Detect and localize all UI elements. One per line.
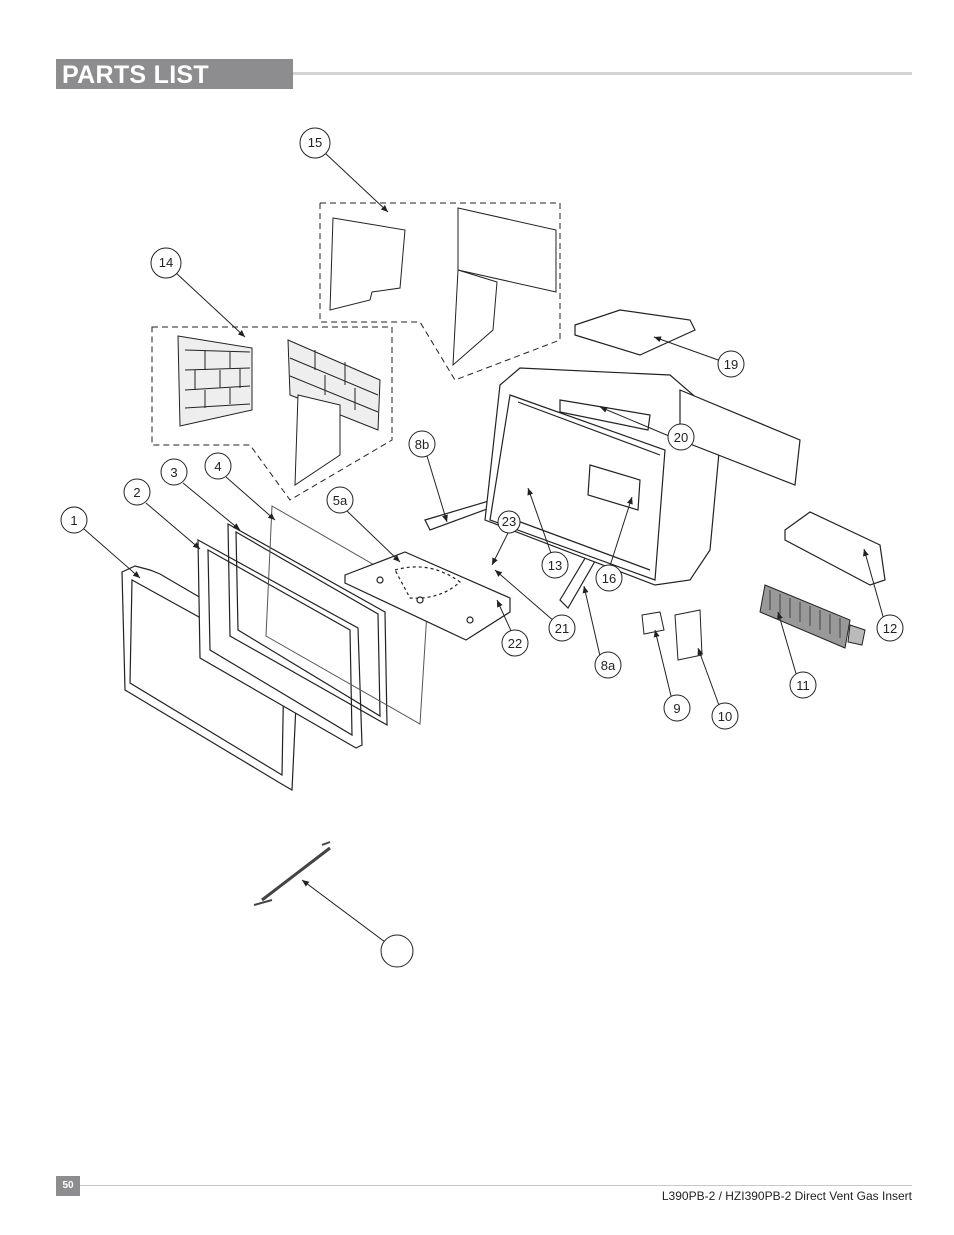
svg-text:20: 20 <box>674 430 688 445</box>
svg-text:16: 16 <box>602 571 616 586</box>
part-5a-burner-base <box>344 551 511 641</box>
page-number: 50 <box>62 1180 74 1191</box>
part-15-upper-panels <box>319 202 561 381</box>
loose-rod-part <box>253 841 331 906</box>
part-14-brick-panels <box>151 326 393 501</box>
header-rule <box>293 72 912 75</box>
callout-1: 1 <box>60 506 88 534</box>
part-11-blower <box>759 584 866 649</box>
callout-3: 3 <box>160 458 188 486</box>
part-19-top-bracket <box>574 309 696 356</box>
callout-blank <box>380 934 414 968</box>
svg-text:13: 13 <box>548 558 562 573</box>
svg-text:15: 15 <box>308 135 322 150</box>
svg-text:4: 4 <box>214 459 221 474</box>
callout-8b: 8b <box>408 430 436 458</box>
callout-11: 11 <box>789 671 817 699</box>
footer-rule <box>80 1185 912 1186</box>
callout-23: 23 <box>497 510 521 534</box>
callout-12: 12 <box>876 614 904 642</box>
callout-15: 15 <box>299 127 331 159</box>
svg-text:5a: 5a <box>333 493 348 508</box>
svg-text:22: 22 <box>508 636 522 651</box>
svg-text:3: 3 <box>170 465 177 480</box>
part-3-gasket-frame <box>227 522 388 727</box>
svg-text:19: 19 <box>724 357 738 372</box>
part-12-bracket <box>784 511 886 586</box>
callout-9: 9 <box>663 694 691 722</box>
callout-19: 19 <box>717 350 745 378</box>
callout-8a: 8a <box>594 651 622 679</box>
header-bar <box>56 59 293 89</box>
svg-text:8a: 8a <box>601 658 616 673</box>
part-9-10-controls <box>641 609 703 661</box>
callout-5a: 5a <box>326 486 354 514</box>
callout-10: 10 <box>711 702 739 730</box>
svg-text:11: 11 <box>796 678 810 693</box>
page-title: PARTS LIST <box>62 61 209 89</box>
callout-16: 16 <box>595 564 623 592</box>
callout-20: 20 <box>667 423 695 451</box>
svg-text:10: 10 <box>718 709 732 724</box>
svg-text:8b: 8b <box>415 437 429 452</box>
callout-14: 14 <box>150 247 182 279</box>
callout-2: 2 <box>123 478 151 506</box>
firebox-assembly <box>484 367 801 586</box>
svg-text:2: 2 <box>133 485 140 500</box>
svg-text:23: 23 <box>502 514 516 529</box>
footer-doc-title: L390PB-2 / HZI390PB-2 Direct Vent Gas In… <box>661 1189 912 1203</box>
callout-4: 4 <box>204 452 232 480</box>
svg-text:14: 14 <box>159 255 173 270</box>
svg-text:9: 9 <box>673 701 680 716</box>
leader-lines <box>83 152 885 943</box>
svg-text:21: 21 <box>555 621 569 636</box>
svg-text:12: 12 <box>883 621 897 636</box>
svg-text:1: 1 <box>70 513 77 528</box>
callout-21: 21 <box>548 614 576 642</box>
page-number-badge <box>56 1176 80 1196</box>
callout-22: 22 <box>501 629 529 657</box>
callout-13: 13 <box>541 551 569 579</box>
